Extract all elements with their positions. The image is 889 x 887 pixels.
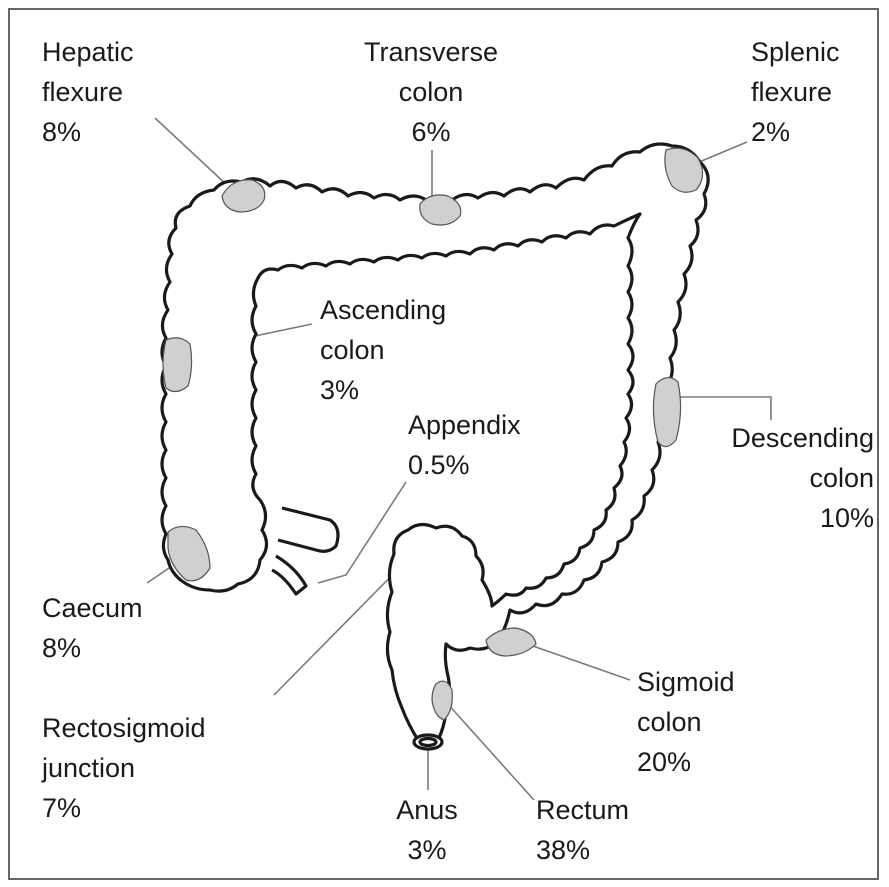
- lesion-transverse-colon: [420, 195, 461, 225]
- label-anus: Anus 3%: [372, 790, 482, 870]
- label-text: flexure: [42, 72, 134, 112]
- label-percent: 38%: [536, 830, 629, 870]
- leader-hepatic-flexure: [155, 118, 228, 186]
- label-text: colon: [680, 458, 874, 498]
- appendix-lower: [272, 556, 306, 594]
- label-percent: 10%: [680, 498, 874, 538]
- label-text: colon: [637, 702, 735, 742]
- label-percent: 20%: [637, 742, 735, 782]
- label-text: Rectosigmoid: [42, 708, 206, 748]
- label-text: Hepatic: [42, 32, 134, 72]
- label-text: Transverse: [336, 32, 526, 72]
- label-rectum: Rectum 38%: [536, 790, 629, 870]
- label-ascending-colon: Ascending colon 3%: [320, 290, 446, 410]
- label-text: junction: [42, 748, 206, 788]
- anus-inner: [420, 739, 436, 746]
- label-text: colon: [320, 330, 446, 370]
- label-sigmoid-colon: Sigmoid colon 20%: [637, 662, 735, 782]
- label-transverse-colon: Transverse colon 6%: [336, 32, 526, 152]
- label-text: Descending: [680, 418, 874, 458]
- label-text: colon: [336, 72, 526, 112]
- label-percent: 3%: [320, 370, 446, 410]
- label-text: Appendix: [408, 405, 521, 445]
- label-text: flexure: [751, 72, 840, 112]
- label-percent: 2%: [751, 112, 840, 152]
- label-descending-colon: Descending colon 10%: [680, 418, 874, 538]
- appendix-tube: [278, 508, 338, 551]
- label-text: Caecum: [42, 588, 143, 628]
- label-hepatic-flexure: Hepatic flexure 8%: [42, 32, 134, 152]
- label-percent: 0.5%: [408, 445, 521, 485]
- lesion-descending-colon: [653, 377, 680, 446]
- label-appendix: Appendix 0.5%: [408, 405, 521, 485]
- lesion-ascending-colon: [163, 338, 192, 392]
- leader-descending-colon: [674, 397, 771, 420]
- label-text: Anus: [372, 790, 482, 830]
- label-percent: 8%: [42, 112, 134, 152]
- label-text: Splenic: [751, 32, 840, 72]
- label-percent: 6%: [336, 112, 526, 152]
- label-text: Sigmoid: [637, 662, 735, 702]
- label-percent: 3%: [372, 830, 482, 870]
- label-percent: 8%: [42, 628, 143, 668]
- leader-rectum: [446, 702, 534, 800]
- label-rectosigmoid-junction: Rectosigmoid junction 7%: [42, 708, 206, 828]
- label-caecum: Caecum 8%: [42, 588, 143, 668]
- label-percent: 7%: [42, 788, 206, 828]
- label-text: Ascending: [320, 290, 446, 330]
- leader-sigmoid-colon: [530, 645, 630, 680]
- label-text: Rectum: [536, 790, 629, 830]
- label-splenic-flexure: Splenic flexure 2%: [751, 32, 840, 152]
